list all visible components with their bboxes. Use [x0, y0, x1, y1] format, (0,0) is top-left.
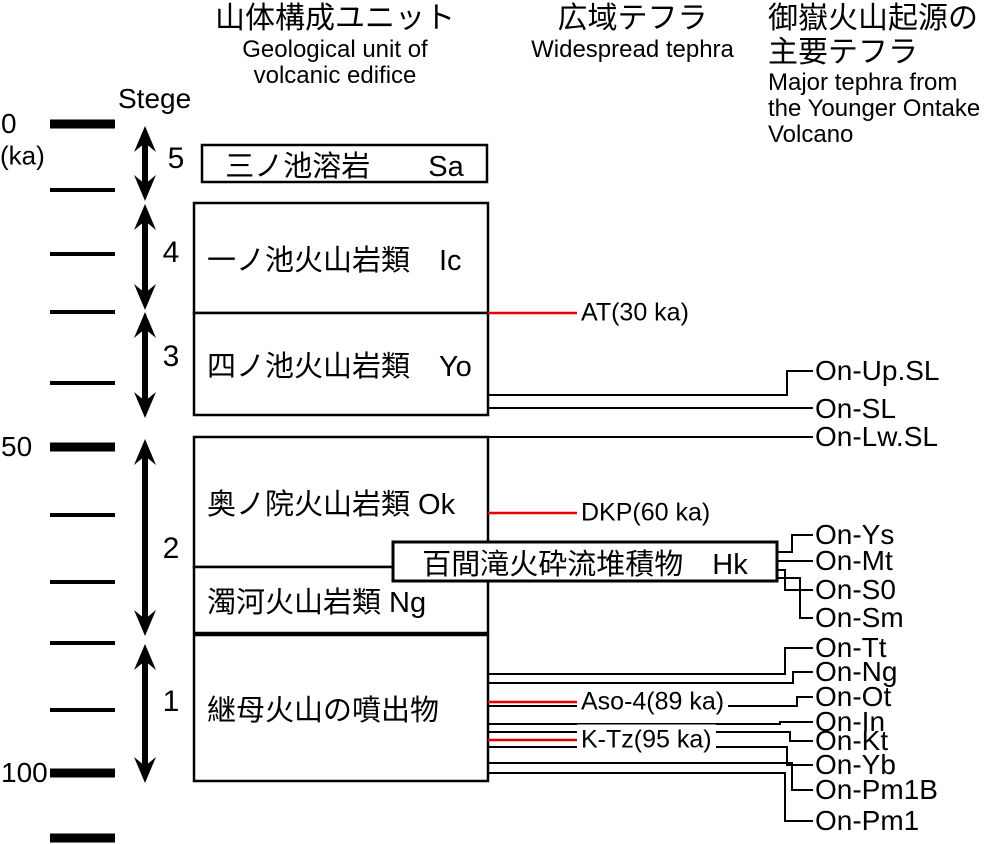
stage-number-1: 1 — [162, 685, 180, 718]
stage-number-5: 5 — [167, 142, 185, 175]
tephra-label-on-tt: On-Tt — [815, 632, 887, 663]
time-axis-label-100: 100 — [1, 757, 48, 788]
time-axis-minor-tick — [50, 381, 115, 385]
time-axis-major-tick — [50, 119, 115, 129]
unit-box-label-sa: 三ノ池溶岩 Sa — [225, 150, 464, 183]
header-ontake-tephra-title1: 御嶽火山起源の — [768, 2, 978, 35]
tephra-label-on-ys: On-Ys — [815, 519, 895, 550]
time-axis-major-tick — [50, 833, 115, 843]
tephra-label-on-lw-sl: On-Lw.SL — [815, 421, 938, 452]
time-axis-minor-tick — [50, 252, 115, 256]
stage-arrow-head-down — [134, 392, 156, 418]
tephra-label-on-mt: On-Mt — [815, 545, 893, 576]
header-widespread-tephra-sub: Widespread tephra — [531, 36, 734, 63]
tephra-label-on-ot: On-Ot — [815, 681, 892, 712]
tephra-label-on-yb: On-Yb — [815, 749, 896, 780]
stage-arrow-head-up — [134, 439, 156, 465]
stage-arrow-head-up — [134, 204, 156, 230]
tephra-connector-on-s0 — [777, 569, 813, 591]
header-geological-unit-title: 山体構成ユニット — [215, 2, 455, 35]
stage-arrow-head-down — [134, 610, 156, 636]
header-ontake-tephra-sub1: Major tephra from — [768, 69, 958, 96]
widespread-tephra-label: AT(30 ka) — [577, 297, 693, 329]
header-geological-unit-sub1: Geological unit of — [242, 36, 428, 63]
tephra-label-on-in: On-In — [815, 706, 886, 737]
tephra-label-on-kt: On-Kt — [815, 725, 889, 756]
unit-box-sa — [200, 143, 489, 184]
stage-number-2: 2 — [162, 532, 180, 565]
time-axis-label-50: 50 — [1, 431, 33, 462]
unit-box-ic — [192, 201, 490, 315]
tephra-connector-on-tt — [488, 647, 813, 675]
tephra-connector-on-pm1b — [488, 762, 813, 791]
time-axis-minor-tick — [50, 188, 115, 192]
stage-column-title: Stege — [118, 83, 192, 114]
widespread-tephra-label: Aso-4(89 ka) — [577, 686, 729, 718]
tephra-label-on-sl: On-SL — [815, 393, 896, 424]
unit-box-label-yo: 四ノ池火山岩類 Yo — [207, 351, 472, 383]
header-ontake-tephra-sub3: Volcano — [768, 121, 854, 148]
widespread-tephra-label: DKP(60 ka) — [577, 497, 715, 529]
stage-arrow-head-up — [134, 126, 156, 152]
stage-arrow-head-down — [134, 284, 156, 310]
header-ontake-tephra-title2: 主要テフラ — [768, 36, 918, 69]
stage-arrow-head-down — [134, 757, 156, 783]
tephra-connector-on-in — [488, 721, 813, 725]
tephra-connector-on-sm — [777, 577, 813, 619]
time-axis-minor-tick — [50, 310, 115, 314]
header-ontake-tephra-sub2: the Younger Ontake — [768, 95, 981, 122]
tephra-label-on-sm: On-Sm — [815, 602, 904, 633]
unit-box-label-ng: 濁河火山岩類 Ng — [207, 587, 427, 619]
unit-box-mm — [192, 633, 490, 783]
unit-box-yo — [192, 311, 490, 417]
widespread-tephra-label: K-Tz(95 ka) — [577, 724, 716, 756]
unit-box-label-ic: 一ノ池火山岩類 Ic — [207, 245, 462, 277]
tephra-connector-on-pm1 — [488, 772, 813, 822]
tephra-label-on-up-sl: On-Up.SL — [815, 355, 940, 386]
tephra-connector-on-ng — [488, 671, 813, 684]
time-axis-label-0: 0 — [1, 108, 17, 139]
tephra-connector-on-ys — [777, 534, 813, 553]
tephra-label-on-pm1b: On-Pm1B — [815, 774, 938, 805]
stage-arrow-head-up — [134, 312, 156, 338]
time-axis-minor-tick — [50, 641, 115, 645]
tephra-label-on-s0: On-S0 — [815, 574, 896, 605]
header-widespread-tephra-title: 広域テフラ — [557, 2, 708, 35]
time-axis-major-tick — [50, 442, 115, 452]
unit-box-hk — [391, 540, 779, 583]
time-axis-major-tick — [50, 768, 115, 778]
time-axis-minor-tick — [50, 513, 115, 517]
unit-box-label-ok: 奥ノ院火山岩類 Ok — [207, 489, 456, 521]
tephra-label-on-pm1: On-Pm1 — [815, 805, 920, 836]
unit-box-label-hk: 百間滝火砕流堆積物 Hk — [422, 548, 748, 581]
time-axis-minor-tick — [50, 580, 115, 584]
stage-arrow-head-down — [134, 175, 156, 201]
header-geological-unit-sub2: volcanic edifice — [253, 62, 417, 89]
stage-number-3: 3 — [162, 340, 180, 373]
tephra-connector-on-up-sl — [488, 370, 813, 396]
unit-box-label-mm: 継母火山の噴出物 — [207, 695, 440, 727]
time-axis-unit-label: (ka) — [0, 140, 45, 171]
stage-number-4: 4 — [162, 236, 180, 269]
tephra-label-on-ng: On-Ng — [815, 656, 898, 687]
time-axis-minor-tick — [50, 708, 115, 712]
stage-arrow-head-up — [134, 644, 156, 670]
